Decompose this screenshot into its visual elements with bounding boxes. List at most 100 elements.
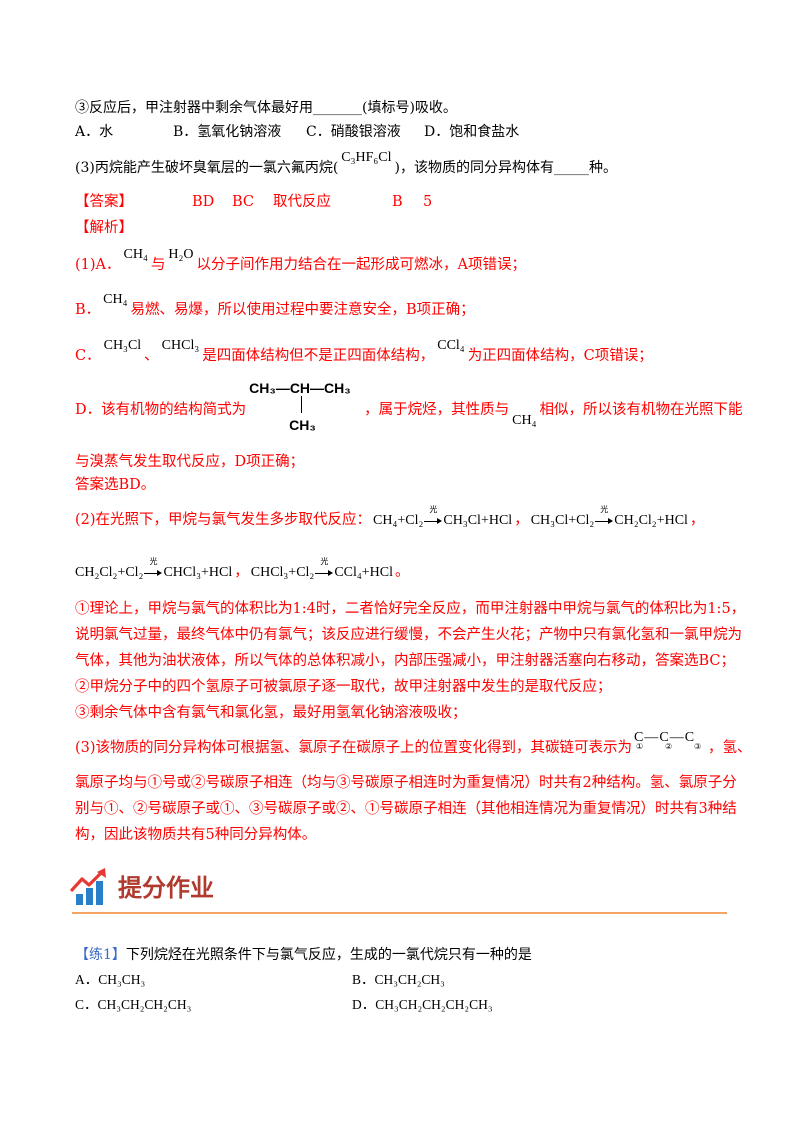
reaction-condition: 光 [429, 504, 438, 514]
option-a: A．水 [75, 124, 114, 140]
equation-reactants: CH₄+Cl₂ [373, 513, 424, 528]
analysis-1c: C．CH₃Cl、CHCl₃是四面体结构但不是正四面体结构，CCl₄为正四面体结构… [75, 338, 653, 366]
practice-option-c: C．CH₃CH₂CH₂CH₃ [75, 997, 192, 1012]
practice-option-b: B．CH₃CH₂CH₃ [352, 972, 445, 987]
analysis-1d-cont: 与溴蒸气发生取代反应，D项正确； [75, 454, 305, 470]
carbon-label-3: ③ [694, 742, 702, 751]
analysis-text: (2)在光照下，甲烷与氯气发生多步取代反应： [75, 512, 372, 528]
formula-ch4: CH₄ [512, 413, 537, 428]
analysis-2-line-4: ②甲烷分子中的四个氢原子可被氯原子逐一取代，故甲注射器中发生的是取代反应； [75, 679, 612, 695]
question-part3-after: )，该物质的同分异构体有_____种。 [394, 160, 617, 176]
analysis-text: ，属于烷烃，其性质与 [364, 402, 510, 418]
analysis-text: 与 [150, 257, 166, 273]
answer-value-3: 取代反应 [273, 194, 331, 210]
practice-options-row-2: C．CH₃CH₂CH₂CH₃ D．CH₃CH₂CH₂CH₂CH₃ [75, 995, 675, 1015]
practice-label: 【练1】 [75, 947, 126, 963]
analysis-text: C． [75, 348, 101, 364]
option-d: D．饱和食盐水 [424, 124, 520, 140]
reaction-condition: 光 [149, 556, 158, 566]
question-part3: (3)丙烷能产生破坏臭氧层的一氯六氟丙烷(C₃HF₆Cl)，该物质的同分异构体有… [75, 150, 617, 178]
formula-chcl3: CHCl₃ [161, 338, 200, 353]
answer-line: 【答案】 BD BC 取代反应 B 5 [75, 192, 495, 212]
practice-text: 下列烷烃在光照条件下与氯气反应，生成的一氯代烷只有一种的是 [125, 947, 532, 963]
analysis-text: 以分子间作用力结合在一起形成可燃冰，A项错误； [196, 257, 526, 273]
answer-value-2: BC [232, 194, 255, 210]
formula-h2o: H₂O [168, 247, 194, 262]
analysis-text: 、 [144, 348, 159, 364]
analysis-text: 易燃、易爆，所以使用过程中要注意安全，B项正确； [130, 302, 475, 318]
equation-products: CCl₄+HCl [334, 565, 393, 580]
practice-question: 【练1】下列烷烃在光照条件下与氯气反应，生成的一氯代烷只有一种的是 [75, 945, 532, 965]
analysis-text: (3)该物质的同分异构体可根据氢、氯原子在碳原子上的位置变化得到，其碳链可表示为 [75, 740, 633, 756]
analysis-text: (1)A． [75, 257, 121, 273]
analysis-label: 【解析】 [75, 220, 133, 236]
carbon-chain-atoms: C—C—C [634, 730, 696, 745]
question-sub3-options: A．水 B．氢氧化钠溶液 C．硝酸银溶液 D．饱和食盐水 [75, 122, 675, 142]
reaction-arrow: 光 [595, 505, 614, 526]
carbon-label-1: ① [636, 742, 644, 751]
formula-ch4: CH₄ [123, 247, 148, 262]
equation-products: CH₃Cl+HCl [443, 513, 513, 528]
rising-bar-chart-icon [70, 868, 106, 905]
analysis-1-conclusion: 答案选BD。 [75, 477, 156, 493]
answer-value-1: BD [192, 194, 215, 210]
section-header: 提分作业 [70, 866, 730, 910]
analysis-text: 为正四面体结构，C项错误； [467, 348, 653, 364]
section-title: 提分作业 [118, 874, 214, 902]
equation-reactants: CHCl₃+Cl₂ [250, 565, 315, 580]
structure-main-chain: CH₃—CH—CH₃ [249, 380, 351, 396]
practice-option-a: A．CH₃CH₃ [75, 972, 146, 987]
reaction-arrow: 光 [424, 505, 443, 526]
equation-reactants: CH₂Cl₂+Cl₂ [75, 565, 144, 580]
analysis-2-line-5: ③剩余气体中含有氯气和氯化氢，最好用氢氧化钠溶液吸收； [75, 705, 467, 721]
reaction-arrow: 光 [144, 557, 163, 578]
analysis-text: ，氢、 [708, 740, 752, 756]
analysis-text: 相似，所以该有机物在光照下能 [539, 402, 743, 418]
section-divider [72, 912, 727, 914]
reaction-condition: 光 [600, 504, 609, 514]
question-part3-before: (3)丙烷能产生破坏臭氧层的一氯六氟丙烷( [75, 160, 339, 176]
equation-4: CHCl₃+Cl₂ 光 CCl₄+HCl [250, 557, 393, 580]
option-b: B．氢氧化钠溶液 [173, 124, 282, 140]
analysis-2-line-1: ①理论上，甲烷与氯气的体积比为1:4时，二者恰好完全反应，而甲注射器中甲烷与氯气… [75, 601, 746, 617]
formula-ch4: CH₄ [103, 292, 128, 307]
analysis-text: 是四面体结构但不是正四面体结构， [202, 348, 435, 364]
analysis-3-line-1: (3)该物质的同分异构体可根据氢、氯原子在碳原子上的位置变化得到，其碳链可表示为… [75, 730, 752, 758]
structure-branch: CH₃ [289, 417, 316, 433]
reaction-arrow: 光 [315, 557, 334, 578]
analysis-text: B． [75, 302, 101, 318]
practice-options-row-1: A．CH₃CH₃ B．CH₃CH₂CH₃ [75, 970, 675, 990]
equation-reactants: CH₃Cl+Cl₂ [530, 513, 595, 528]
isobutane-structural-formula: CH₃—CH—CH₃ CH₃ [249, 380, 361, 433]
practice-option-d: D．CH₃CH₂CH₂CH₂CH₃ [352, 997, 493, 1012]
formula-ccl4: CCl₄ [437, 338, 465, 353]
analysis-text: D．该有机物的结构简式为 [75, 402, 247, 418]
analysis-1a: (1)A．CH₄与H₂O以分子间作用力结合在一起形成可燃冰，A项错误； [75, 247, 526, 275]
separator: ， [234, 564, 249, 580]
formula-ch3cl: CH₃Cl [103, 338, 142, 353]
analysis-2-line-3: 气体，其他为油状液体，所以气体的总体积减小，内部压强减小，甲注射器活塞向右移动，… [75, 653, 736, 669]
analysis-1b: B．CH₄易燃、易爆，所以使用过程中要注意安全，B项正确； [75, 292, 475, 320]
option-c: C．硝酸银溶液 [306, 124, 401, 140]
answer-label: 【答案】 [75, 194, 133, 210]
separator: 。 [395, 564, 410, 580]
formula-c3hf6cl: C₃HF₆Cl [341, 150, 392, 165]
equation-2: CH₃Cl+Cl₂ 光 CH₂Cl₂+HCl [530, 505, 688, 528]
separator: ， [689, 512, 705, 528]
analysis-3-line-2: 氯原子均与①号或②号碳原子相连（均与③号碳原子相连时为重复情况）时共有2种结构。… [75, 775, 737, 791]
carbon-label-2: ② [665, 742, 673, 751]
separator: ， [514, 512, 529, 528]
equation-products: CH₂Cl₂+HCl [614, 513, 688, 528]
question-sub3-text: ③反应后，甲注射器中剩余气体最好用_______(填标号)吸收。 [75, 100, 457, 116]
answer-value-5: 5 [423, 194, 433, 210]
analysis-3-line-4: 构，因此该物质共有5种同分异构体。 [75, 827, 317, 843]
analysis-3-line-3: 别与①、②号碳原子或①、③号碳原子或②、①号碳原子相连（其他相连情况为重复情况）… [75, 801, 737, 817]
reaction-condition: 光 [320, 556, 329, 566]
analysis-2-line-2: 说明氯气过量，最终气体中仍有氯气；该反应进行缓慢，不会产生火花；产物中只有氯化氢… [75, 627, 742, 643]
